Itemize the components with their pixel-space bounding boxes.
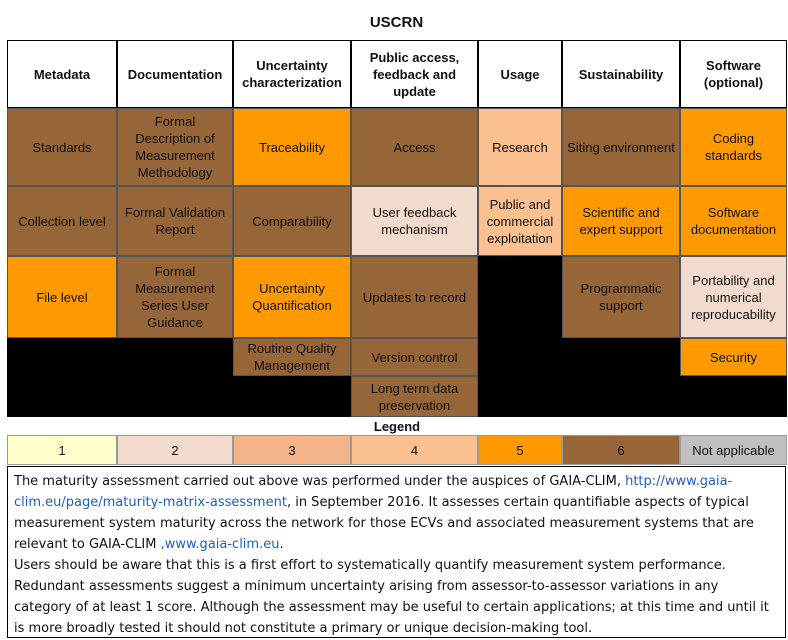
- legend-item-2: 2: [117, 435, 233, 465]
- cell-empty-black: [680, 376, 787, 417]
- cell-empty-black: [562, 338, 680, 417]
- legend-item-not-applicable: Not applicable: [680, 435, 787, 465]
- gaia-clim-link[interactable]: ,www.gaia-clim.eu: [160, 537, 280, 552]
- disclaimer-note: The maturity assessment carried out abov…: [7, 466, 786, 638]
- cell-file-level: File level: [7, 256, 117, 338]
- cell-programmatic-support: Programmatic support: [562, 256, 680, 338]
- cell-coding-standards: Coding standards: [680, 108, 787, 186]
- header-public-access: Public access, feedback and update: [351, 40, 478, 108]
- legend-item-6: 6: [562, 435, 680, 465]
- cell-scientific-support: Scientific and expert support: [562, 186, 680, 256]
- header-sustainability: Sustainability: [562, 40, 680, 108]
- cell-routine-quality: Routine Quality Management: [233, 338, 351, 376]
- header-software: Software (optional): [680, 40, 787, 108]
- legend-item-5: 5: [478, 435, 562, 465]
- legend-item-3: 3: [233, 435, 351, 465]
- page-title: USCRN: [369, 13, 424, 31]
- note-text-2: , in September 2016. It assesses certain…: [14, 495, 754, 552]
- cell-long-term-preservation: Long term data preservation: [351, 376, 478, 417]
- maturity-matrix: Metadata Documentation Uncertainty chara…: [7, 40, 787, 417]
- cell-traceability: Traceability: [233, 108, 351, 186]
- cell-empty-black: [7, 338, 233, 417]
- cell-user-guidance: Formal Measurement Series User Guidance: [117, 256, 233, 338]
- cell-comparability: Comparability: [233, 186, 351, 256]
- cell-user-feedback: User feedback mechanism: [351, 186, 478, 256]
- legend-item-4: 4: [351, 435, 478, 465]
- legend: 1 2 3 4 5 6 Not applicable: [7, 435, 787, 465]
- cell-empty-black: [233, 376, 351, 417]
- cell-formal-validation: Formal Validation Report: [117, 186, 233, 256]
- note-text-3: .: [279, 537, 284, 552]
- cell-research: Research: [478, 108, 562, 186]
- note-paragraph-2: Users should be aware that this is a fir…: [14, 558, 769, 636]
- cell-security: Security: [680, 338, 787, 376]
- cell-portability: Portability and numerical reproducabilit…: [680, 256, 787, 338]
- cell-formal-description: Formal Description of Measurement Method…: [117, 108, 233, 186]
- cell-standards: Standards: [7, 108, 117, 186]
- maturity-assessment-link[interactable]: http://www.gaia-clim.eu/page/maturity-ma…: [14, 474, 733, 510]
- cell-access: Access: [351, 108, 478, 186]
- cell-software-documentation: Software documentation: [680, 186, 787, 256]
- cell-siting-environment: Siting environment: [562, 108, 680, 186]
- cell-collection-level: Collection level: [7, 186, 117, 256]
- header-documentation: Documentation: [117, 40, 233, 108]
- header-usage: Usage: [478, 40, 562, 108]
- legend-item-1: 1: [7, 435, 117, 465]
- cell-version-control: Version control: [351, 338, 478, 376]
- legend-title: Legend: [373, 418, 421, 434]
- cell-updates-to-record: Updates to record: [351, 256, 478, 338]
- header-metadata: Metadata: [7, 40, 117, 108]
- header-uncertainty: Uncertainty characterization: [233, 40, 351, 108]
- note-text-1: The maturity assessment carried out abov…: [14, 474, 626, 489]
- cell-uncertainty-quantification: Uncertainty Quantification: [233, 256, 351, 338]
- cell-public-commercial: Public and commercial exploitation: [478, 186, 562, 256]
- cell-usage-empty: [478, 256, 562, 417]
